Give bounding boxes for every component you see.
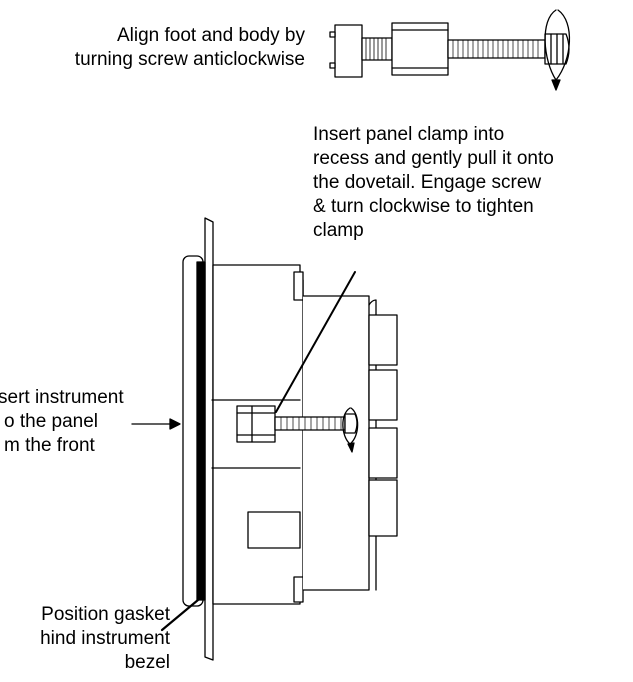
gasket: [196, 261, 206, 601]
label-panel: [247, 511, 301, 549]
clamp-leader-line: [275, 271, 356, 413]
clamp-screw-thread: [447, 39, 546, 59]
gasket-caption-line-3: bezel: [124, 652, 170, 673]
clamp-screw-left: [361, 37, 393, 61]
clamp-foot: [334, 24, 363, 78]
terminal-block-3: [368, 427, 398, 479]
terminal-block-1: [368, 314, 398, 366]
housing-rear: [302, 295, 370, 591]
align-caption-line-2: turning screw anticlockwise: [74, 49, 305, 70]
align-caption: Align foot and body by turning screw ant…: [0, 24, 305, 72]
insert-caption: sert instrument o the panel m the front: [0, 386, 124, 458]
panel: [204, 217, 214, 661]
insert-arrow-head-icon: [169, 418, 181, 430]
clamp-caption-line-3: the dovetail. Engage screw: [313, 172, 542, 193]
terminal-block-2: [368, 369, 398, 421]
clamp-caption-line-5: clamp: [313, 220, 364, 241]
insert-caption-line-3: m the front: [4, 435, 95, 456]
gasket-caption-line-2: hind instrument: [40, 628, 170, 649]
clamp-detail: [329, 9, 571, 91]
terminal-block-4: [368, 479, 398, 537]
insert-caption-line-1: sert instrument: [0, 387, 124, 408]
clamp-caption-line-4: & turn clockwise to tighten: [313, 196, 534, 217]
panel-clamp: [236, 405, 276, 443]
instrument-side-view: [182, 217, 398, 661]
clamp-screw: [274, 416, 346, 431]
gasket-caption: Position gasket hind instrument bezel: [0, 603, 170, 675]
clamp-caption: Insert panel clamp into recess and gentl…: [313, 123, 554, 243]
gasket-leader-line: [160, 598, 200, 632]
gasket-caption-line-1: Position gasket: [41, 604, 170, 625]
clamp-caption-line-1: Insert panel clamp into: [313, 124, 505, 145]
clamp-caption-line-2: recess and gently pull it onto: [313, 148, 554, 169]
insert-caption-line-2: o the panel: [4, 411, 99, 432]
clamp-body: [391, 22, 449, 76]
align-caption-line-1: Align foot and body by: [116, 25, 305, 46]
